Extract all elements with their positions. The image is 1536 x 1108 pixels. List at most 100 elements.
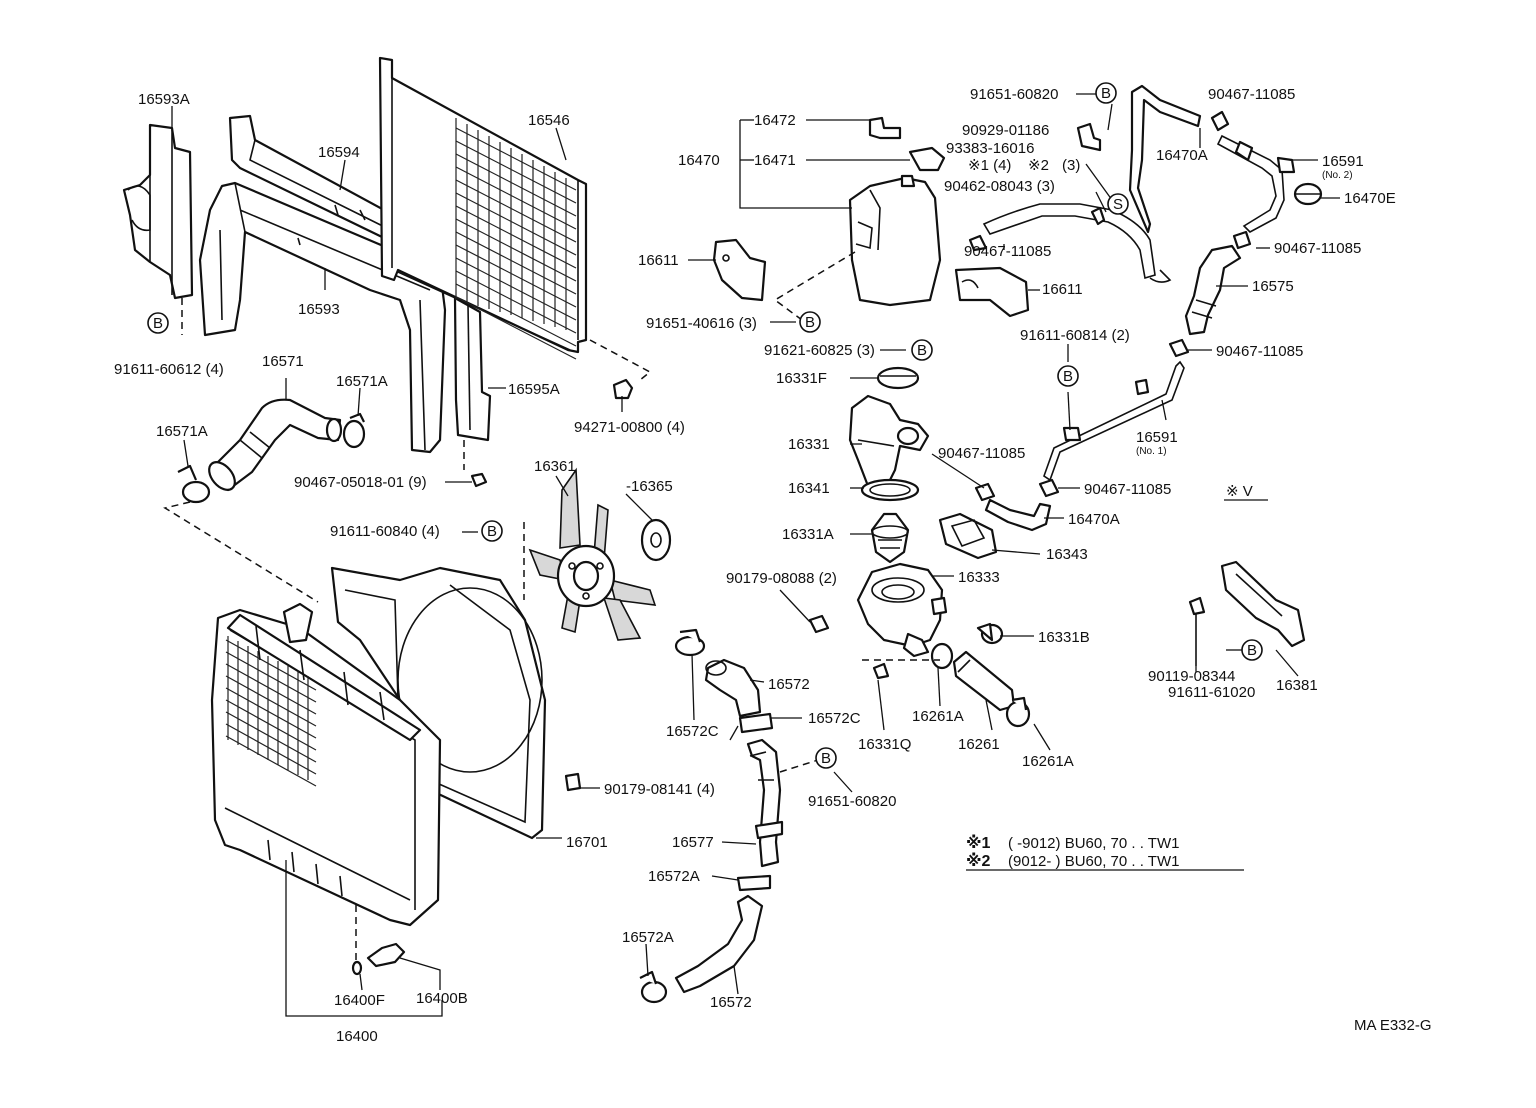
- note-2-text: (9012- ) BU60, 70 . . TW1: [1008, 853, 1179, 870]
- clamp-16261A-right: [1005, 696, 1031, 728]
- gasket-16343: [938, 512, 998, 560]
- radiator-core-line: [225, 687, 317, 739]
- label-91651-40616: 91651-40616 (3): [646, 315, 757, 332]
- b-marker-91611-60612: B: [147, 312, 169, 334]
- label-16361: 16361: [534, 458, 576, 475]
- pipe-16591-no2: [1216, 134, 1296, 233]
- radiator-core-line: [225, 699, 317, 751]
- label-90467-11085-c: 90467-11085: [1274, 240, 1361, 257]
- label-91651-60820-top: 91651-60820: [970, 86, 1058, 103]
- label-16572C-right: 16572C: [808, 710, 861, 727]
- s-marker: S: [1107, 193, 1129, 215]
- grille-mesh-line: [455, 153, 577, 217]
- tank-leader: [773, 251, 856, 321]
- label-16343: 16343: [1046, 546, 1088, 563]
- grille-mesh-line: [455, 192, 577, 256]
- radiator-core-line: [225, 735, 317, 787]
- clamp-16572A-lower: [639, 970, 668, 1004]
- label-16400: 16400: [336, 1028, 378, 1045]
- label-90467-05018-01: 90467-05018-01 (9): [294, 474, 427, 491]
- hose-16470A-mid: [984, 498, 1052, 532]
- b-marker-91611-61020: B: [1241, 639, 1263, 661]
- note-1-text: ( -9012) BU60, 70 . . TW1: [1008, 835, 1179, 852]
- label-16261: 16261: [958, 736, 1000, 753]
- label-90467-11085-b: 90467-11085: [964, 243, 1051, 260]
- hose-16572-upper: [704, 658, 762, 718]
- label-16593A: 16593A: [138, 91, 190, 108]
- label-16594: 16594: [318, 144, 360, 161]
- label-91611-60814: 91611-60814 (2): [1020, 327, 1130, 344]
- label-16572-upper: 16572: [768, 676, 810, 693]
- clamp-16572C-lower: [738, 712, 774, 734]
- label-16571A-upper: 16571A: [336, 373, 388, 390]
- hose-16571: [208, 398, 343, 492]
- application-notes: ※1 ( -9012) BU60, 70 . . TW1 ※2 (9012- )…: [966, 499, 1268, 871]
- label-93383-16016: 93383-16016: [946, 140, 1034, 157]
- radiator-core-line: [225, 639, 317, 691]
- hose-16575: [1184, 244, 1242, 336]
- radiator-core-line: [225, 651, 317, 703]
- grille-mesh-line: [455, 127, 577, 191]
- label-16331A: 16331A: [782, 526, 834, 543]
- label-90119-08344: 90119-08344: [1148, 668, 1235, 685]
- clip-94271-00800: [612, 378, 634, 400]
- b-marker-91611-60814: B: [1057, 365, 1079, 387]
- grille-mesh-line: [455, 166, 577, 230]
- svg-text:B: B: [153, 315, 163, 332]
- label-16571A-left: 16571A: [156, 423, 208, 440]
- label-16575: 16575: [1252, 278, 1294, 295]
- clamp-16571A-left: [163, 464, 319, 603]
- label-16591-top-no: (No. 2): [1322, 170, 1353, 181]
- b-marker-91651-60820-top: B: [1095, 82, 1117, 104]
- label-90929-01186: 90929-01186: [962, 122, 1049, 139]
- label-16593: 16593: [298, 301, 340, 318]
- grille-mesh-line: [455, 231, 577, 295]
- label-16470A-top: 16470A: [1156, 147, 1208, 164]
- radiator-core: [225, 636, 317, 787]
- cap-16331F: [876, 366, 920, 390]
- bolt-90179-08088: [808, 614, 830, 634]
- label-16381: 16381: [1276, 677, 1318, 694]
- label-16331B: 16331B: [1038, 629, 1090, 646]
- grille-mesh: [455, 118, 577, 360]
- pipe-16577: [746, 738, 784, 868]
- svg-text:B: B: [1247, 642, 1257, 659]
- svg-text:B: B: [487, 523, 497, 540]
- cap-16471: [908, 146, 946, 172]
- grille-mesh-line: [455, 257, 577, 321]
- radiator-16400: [210, 602, 442, 965]
- plug-16331Q: [872, 662, 890, 680]
- fan-16361: [528, 467, 657, 641]
- label-16577: 16577: [672, 834, 714, 851]
- label-94271-00800: 94271-00800 (4): [574, 419, 685, 436]
- grille-mesh-line: [455, 244, 577, 308]
- part-labels: 16593A 16594 16593 16546 91611-60612 (4)…: [114, 86, 1432, 1045]
- label-16595A: 16595A: [508, 381, 560, 398]
- bracket-16381: [1220, 560, 1306, 648]
- bolt-90462-08043: [1090, 206, 1106, 226]
- grille-mesh-line: [455, 218, 577, 282]
- label-16331Q: 16331Q: [858, 736, 911, 753]
- label-qty3: (3): [1062, 157, 1080, 174]
- radiator-core-line: [225, 663, 317, 715]
- label-16572A-lower: 16572A: [622, 929, 674, 946]
- label-16591-mid: 16591: [1136, 429, 1178, 446]
- radiator-core-line: [225, 675, 317, 727]
- label-16611-left: 16611: [638, 252, 679, 269]
- clip-90929-01186: [1076, 122, 1102, 152]
- clamp-16261A-left: [930, 642, 954, 670]
- bracket-16611-left: [712, 238, 767, 302]
- bracket-16595A: [453, 296, 492, 470]
- bolt-90119-08344: [1188, 596, 1206, 666]
- label-16470A-mid: 16470A: [1068, 511, 1120, 528]
- note-1-mark: ※1: [966, 834, 991, 852]
- clamp-16572C-upper: [674, 628, 706, 657]
- label-16611-right: 16611: [1042, 281, 1083, 298]
- outlet-16331: [848, 394, 930, 492]
- label-16470E: 16470E: [1344, 190, 1396, 207]
- clamp-16572A-upper: [736, 874, 772, 892]
- label-16472: 16472: [754, 112, 796, 129]
- pipe-16591-no1: [1043, 360, 1185, 482]
- label-91621-60825: 91621-60825 (3): [764, 342, 875, 359]
- label-90467-11085-a: 90467-11085: [1208, 86, 1295, 103]
